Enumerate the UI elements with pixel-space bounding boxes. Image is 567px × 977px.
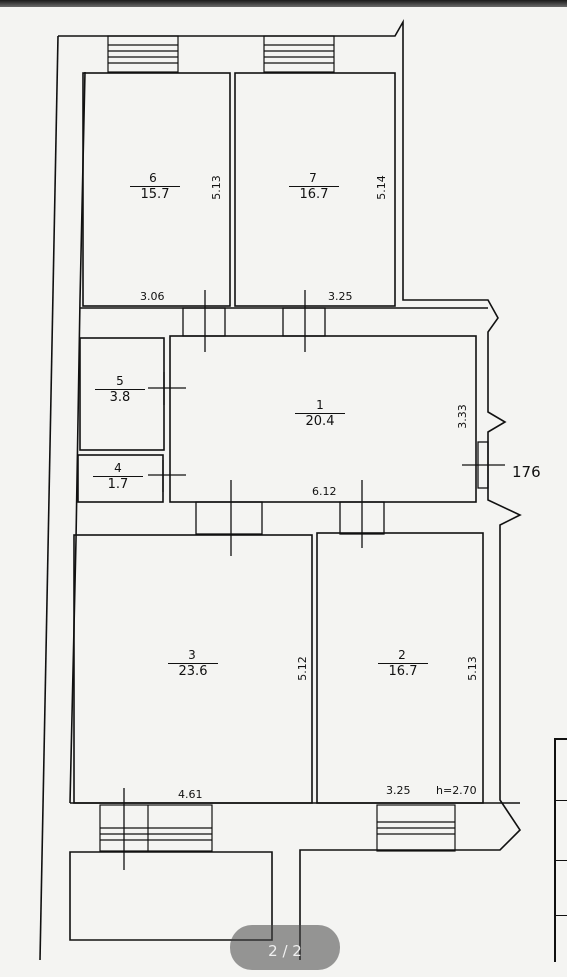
room-6-number: 6 (149, 171, 157, 185)
room-5-number: 5 (116, 374, 124, 388)
room-2-number: 2 (398, 648, 406, 662)
room-4-number: 4 (114, 461, 122, 475)
window-bottom-right (376, 804, 456, 852)
room-1-area: 20.4 (295, 413, 345, 429)
door-room-6 (182, 290, 226, 352)
dim-room-7-length: 5.14 (374, 175, 388, 200)
ceiling-height: h=2.70 (436, 784, 477, 797)
dim-room-3-width: 4.61 (178, 788, 203, 801)
door-room-2 (339, 480, 385, 548)
room-6-outline (82, 72, 231, 307)
door-room-5 (148, 372, 186, 405)
window-bottom-left (99, 804, 213, 852)
dim-room-2-width: 3.25 (386, 784, 411, 797)
room-6-area: 15.7 (130, 186, 180, 202)
dim-room-2-length: 5.13 (465, 656, 479, 681)
room-4-area: 1.7 (93, 476, 143, 492)
dim-room-6-width: 3.06 (140, 290, 165, 303)
room-1-number: 1 (316, 398, 324, 412)
door-room-3 (195, 480, 263, 556)
page-indicator: 2 / 2 (230, 925, 340, 970)
room-7-area: 16.7 (289, 186, 339, 202)
room-3-area: 23.6 (168, 663, 218, 679)
door-room-7 (282, 290, 326, 352)
room-3-outline (73, 534, 313, 804)
room-7-outline (234, 72, 396, 307)
dim-room-6-length: 5.13 (209, 175, 223, 200)
scan-top-edge (0, 0, 567, 7)
dim-room-1-width: 6.12 (312, 485, 337, 498)
outer-wall-outline (58, 18, 522, 960)
dim-room-7-width: 3.25 (328, 290, 353, 303)
side-table-edge (554, 738, 567, 962)
outer-wall-left (39, 35, 59, 960)
room-2-outline (316, 532, 484, 804)
room-5-area: 3.8 (95, 389, 145, 405)
window-top-left (107, 35, 179, 73)
room-7-number: 7 (309, 171, 317, 185)
dim-room-3-length: 5.12 (295, 656, 309, 681)
room-2-area: 16.7 (378, 663, 428, 679)
door-entrance (462, 441, 505, 489)
room-3-number: 3 (188, 648, 196, 662)
dim-room-1-length: 3.33 (455, 404, 469, 429)
external-dimension-label: 176 (512, 463, 541, 481)
door-room-4 (148, 460, 186, 492)
window-top-right (263, 35, 335, 73)
